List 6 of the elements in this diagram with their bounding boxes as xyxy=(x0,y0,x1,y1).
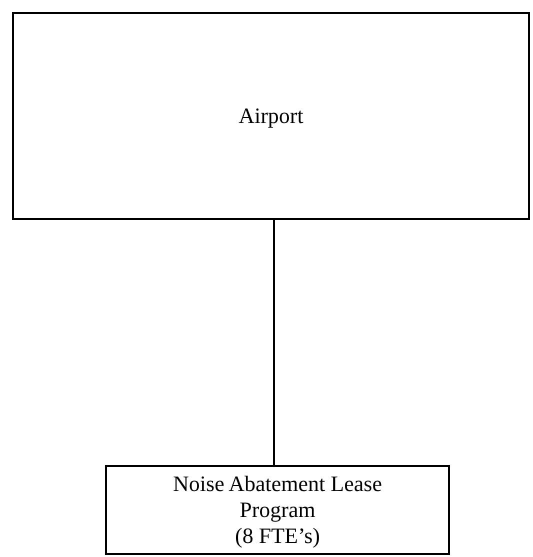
box-label: Airport xyxy=(238,103,304,129)
connector-line xyxy=(273,220,275,465)
box-label: Noise Abatement Lease Program xyxy=(172,471,383,523)
org-box xyxy=(105,465,450,555)
box-label: (8 FTE’s) xyxy=(235,523,320,549)
org-box xyxy=(12,12,530,220)
